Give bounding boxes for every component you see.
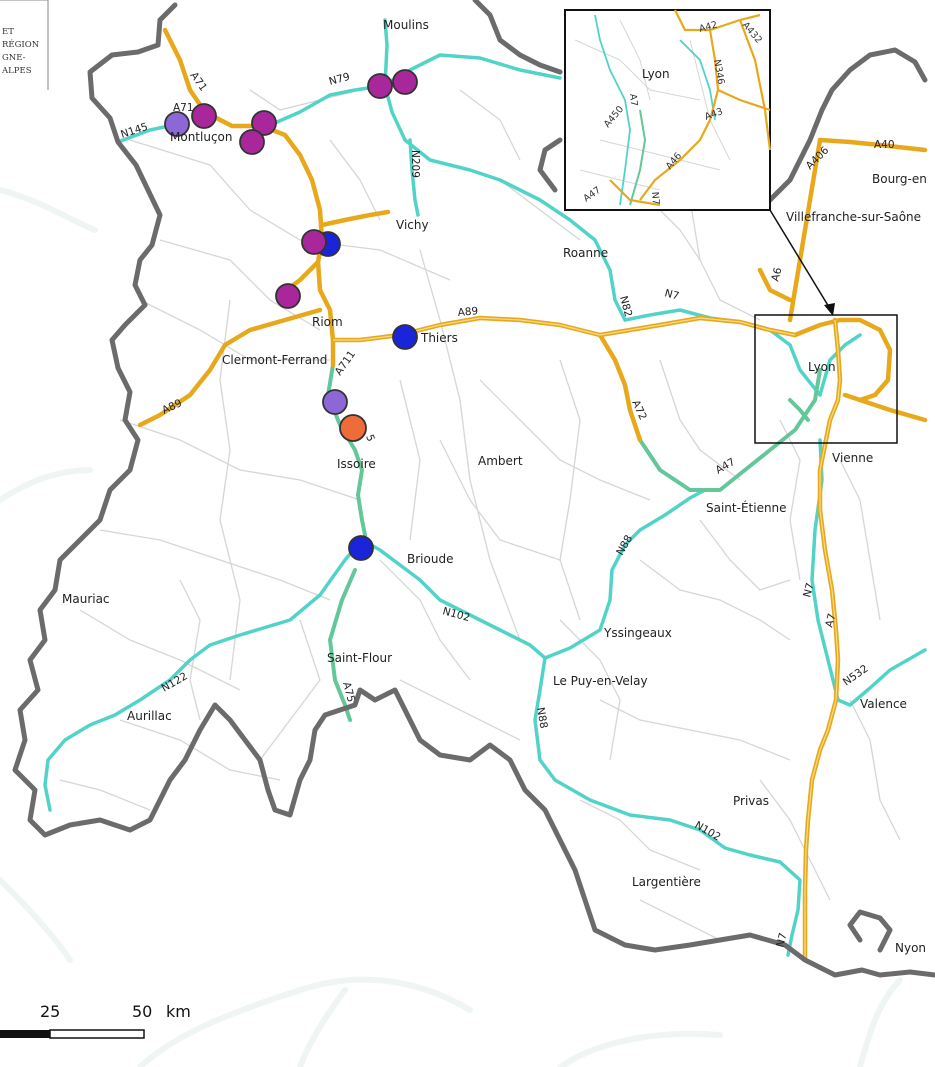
city-label-privas: Privas	[733, 794, 769, 808]
scale-tick-label: 25	[40, 1002, 60, 1021]
city-label-aurillac: Aurillac	[127, 709, 172, 723]
city-label-vichy: Vichy	[396, 218, 429, 232]
scale-tick-label: 50	[132, 1002, 152, 1021]
inset-road-label: N346	[711, 59, 726, 86]
marker[interactable]	[322, 389, 348, 415]
road-label: A711	[333, 349, 358, 378]
minor-roads	[59, 89, 901, 941]
city-label-le-puy: Le Puy-en-Velay	[553, 674, 648, 688]
city-label-issoire: Issoire	[337, 457, 376, 471]
city-label-vienne: Vienne	[832, 451, 873, 465]
road-label: N7	[774, 932, 789, 949]
inset-road-label: A42	[698, 19, 719, 34]
city-label-montlucon: Montluçon	[170, 130, 233, 144]
road-label: A89	[457, 305, 479, 319]
marker[interactable]	[392, 324, 418, 350]
city-label-riom: Riom	[312, 315, 343, 329]
city-label-bourg: Bourg-en	[872, 172, 927, 186]
road-label: N7	[801, 582, 816, 599]
dual-roads	[326, 363, 822, 722]
marker[interactable]	[392, 69, 418, 95]
road-label: A47	[714, 456, 738, 477]
marker[interactable]	[251, 110, 277, 136]
markers	[164, 69, 418, 561]
road-label: N102	[693, 819, 723, 843]
legend-box: ET RÉGION GNE- ALPES	[0, 0, 49, 90]
inset-city-label: Lyon	[642, 67, 670, 81]
city-label-thiers: Thiers	[420, 331, 458, 345]
city-label-nyons: Nyon	[895, 941, 926, 955]
marker[interactable]	[301, 229, 327, 255]
city-label-yssingeaux: Yssingeaux	[603, 626, 672, 640]
road-label: A7	[823, 612, 838, 629]
inset-pointer	[769, 209, 833, 313]
road-label: N209	[409, 150, 421, 178]
inset-frame	[754, 314, 898, 444]
city-label-saint-etienne: Saint-Étienne	[706, 500, 787, 515]
city-label-villefranche: Villefranche-sur-Saône	[786, 210, 921, 224]
inset-road-label: A7	[627, 93, 639, 106]
inset-pointer-arrow	[824, 303, 835, 316]
road-label: N145	[119, 121, 149, 141]
background-tracks	[0, 187, 903, 1067]
marker[interactable]	[164, 111, 190, 137]
road-label: N532	[841, 663, 871, 689]
road-label: N79	[328, 71, 352, 88]
motorways	[137, 27, 928, 963]
city-labels: Moulins Montluçon Vichy Roanne Riom Thie…	[62, 18, 927, 955]
inset-road-label: N7	[649, 191, 661, 205]
city-label-largentiere: Largentière	[632, 875, 701, 889]
city-label-ambert: Ambert	[478, 454, 523, 468]
marker[interactable]	[275, 283, 301, 309]
legend-line: ALPES	[1, 66, 32, 76]
scale-bar: 25 50 km	[0, 1002, 191, 1039]
city-label-saint-flour: Saint-Flour	[327, 651, 392, 665]
city-label-brioude: Brioude	[407, 552, 453, 566]
city-label-lyon: Lyon	[808, 360, 836, 374]
road-label: A71	[173, 102, 194, 114]
road-label: 5	[363, 433, 377, 443]
road-label: N102	[441, 605, 471, 624]
city-label-mauriac: Mauriac	[62, 592, 110, 606]
road-label: N82	[617, 295, 634, 319]
city-label-moulins: Moulins	[383, 18, 429, 32]
road-label: N88	[534, 706, 550, 729]
city-label-roanne: Roanne	[563, 246, 608, 260]
road-label: A6	[769, 266, 784, 283]
national-roads	[43, 18, 927, 957]
legend-line: ET	[2, 27, 14, 37]
legend-line: GNE-	[2, 53, 26, 63]
marker[interactable]	[367, 73, 393, 99]
region-border	[12, 0, 935, 978]
road-label: A75	[340, 681, 357, 704]
scale-unit: km	[166, 1002, 191, 1021]
legend-line: RÉGION	[2, 38, 40, 50]
city-label-clermont: Clermont-Ferrand	[222, 353, 327, 367]
road-label: N7	[663, 287, 680, 302]
city-label-valence: Valence	[860, 697, 907, 711]
marker[interactable]	[191, 103, 217, 129]
road-label: A40	[874, 139, 895, 151]
lyon-inset	[564, 9, 772, 211]
marker[interactable]	[239, 129, 265, 155]
marker[interactable]	[339, 414, 367, 442]
marker[interactable]	[348, 535, 374, 561]
